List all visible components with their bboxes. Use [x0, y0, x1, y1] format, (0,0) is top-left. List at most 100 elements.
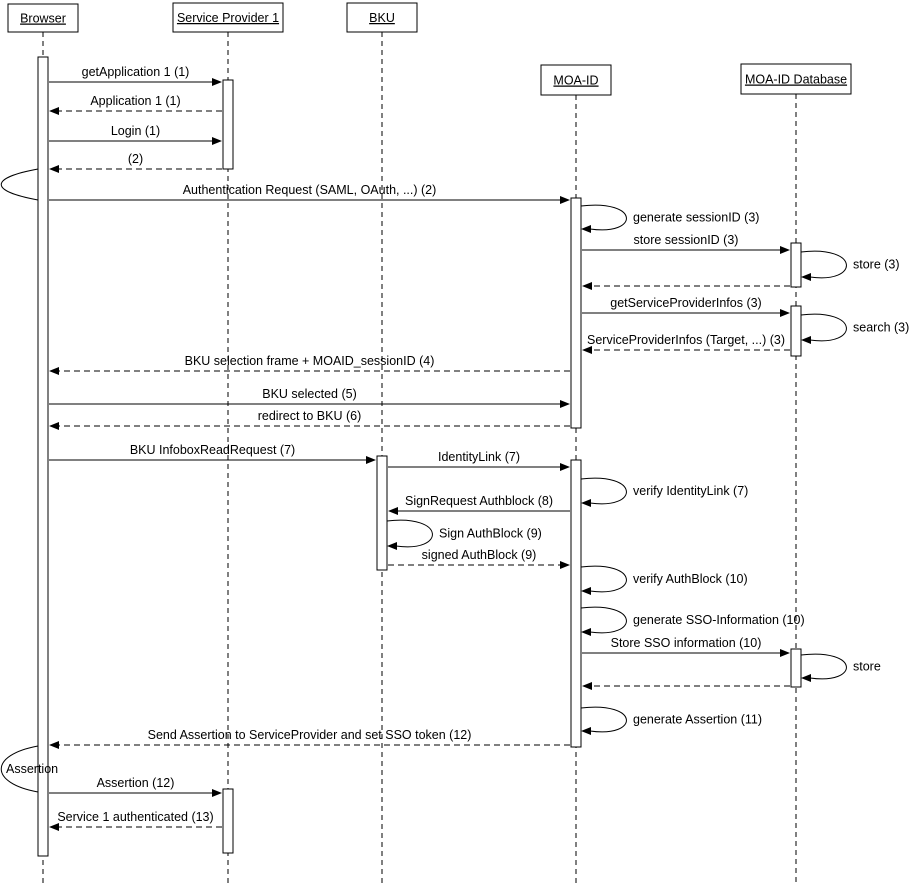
message-sp-infos-return: ServiceProviderInfos (Target, ...) (3)	[582, 333, 790, 354]
self-message-curve	[580, 706, 627, 733]
message-label: store	[853, 660, 881, 674]
self-message-curve	[580, 204, 627, 231]
actor-browser: Browser	[7, 3, 79, 33]
message-db-store-sso-return	[582, 682, 790, 690]
message-bku-selected: BKU selected (5)	[49, 387, 570, 408]
message-label: signed AuthBlock (9)	[422, 548, 537, 562]
message-return-2: (2)	[49, 152, 222, 173]
arrowhead-icon	[212, 137, 222, 145]
message-assertion-to-sp: Assertion (12)	[49, 776, 222, 797]
message-store-session-id: store sessionID (3)	[582, 233, 790, 254]
self-message-curve	[386, 519, 433, 548]
arrowhead-icon	[581, 225, 591, 233]
message-generate-assertion: generate Assertion (11)	[580, 706, 762, 735]
message-label: (2)	[128, 152, 143, 166]
arrowhead-icon	[780, 309, 790, 317]
message-label: ServiceProviderInfos (Target, ...) (3)	[587, 333, 785, 347]
message-login: Login (1)	[49, 124, 222, 145]
activation-moadb	[790, 648, 802, 688]
message-service-authenticated: Service 1 authenticated (13)	[49, 810, 222, 831]
message-get-sp-infos: getServiceProviderInfos (3)	[582, 296, 790, 317]
message-label: Authentication Request (SAML, OAuth, ...…	[183, 183, 437, 197]
self-message-curve	[800, 653, 847, 680]
actor-box	[346, 2, 418, 33]
arrowhead-icon	[49, 422, 59, 430]
actor-label: MOA-ID	[553, 74, 598, 88]
message-label: store sessionID (3)	[634, 233, 739, 247]
actor-label: Service Provider 1	[177, 11, 279, 25]
message-label: Assertion	[6, 762, 58, 776]
message-application-return: Application 1 (1)	[49, 94, 222, 115]
arrowhead-icon	[560, 463, 570, 471]
message-label: Service 1 authenticated (13)	[57, 810, 213, 824]
message-label: IdentityLink (7)	[438, 450, 520, 464]
actor-box	[740, 63, 852, 95]
arrowhead-icon	[581, 628, 591, 636]
message-label: verify AuthBlock (10)	[633, 572, 748, 586]
actor-box	[172, 2, 284, 33]
activation-moadb	[790, 305, 802, 357]
arrowhead-icon	[780, 246, 790, 254]
message-sign-authblock: Sign AuthBlock (9)	[386, 519, 542, 550]
message-bku-selection-frame: BKU selection frame + MOAID_sessionID (4…	[49, 354, 570, 375]
message-verify-authblock: verify AuthBlock (10)	[580, 565, 748, 595]
actor-label: BKU	[369, 11, 395, 25]
arrowhead-icon	[49, 367, 59, 375]
arrowhead-icon	[581, 499, 591, 507]
message-label: BKU selection frame + MOAID_sessionID (4…	[185, 354, 435, 368]
arrowhead-icon	[387, 542, 397, 550]
message-send-assertion: Send Assertion to ServiceProvider and se…	[49, 728, 570, 749]
message-label: Application 1 (1)	[90, 94, 180, 108]
loop-left-curve	[0, 745, 39, 793]
message-label: BKU InfoboxReadRequest (7)	[130, 443, 295, 457]
message-authentication-request: Authentication Request (SAML, OAuth, ...…	[49, 183, 570, 204]
arrowhead-icon	[212, 78, 222, 86]
arrowhead-icon	[212, 789, 222, 797]
arrowhead-icon	[582, 346, 592, 354]
message-generate-session-id: generate sessionID (3)	[580, 204, 759, 233]
message-label: getServiceProviderInfos (3)	[610, 296, 761, 310]
actor-label: MOA-ID Database	[745, 73, 847, 87]
self-message-curve	[800, 313, 847, 342]
message-label: getApplication 1 (1)	[82, 65, 190, 79]
message-get-application: getApplication 1 (1)	[49, 65, 222, 86]
message-db-search: search (3)	[800, 313, 909, 344]
message-label: Sign AuthBlock (9)	[439, 527, 542, 541]
actor-bku: BKU	[346, 2, 418, 33]
activation-bku	[376, 455, 388, 571]
arrowhead-icon	[581, 587, 591, 595]
message-label: Send Assertion to ServiceProvider and se…	[148, 728, 472, 742]
self-message-curve	[580, 606, 627, 634]
message-db-store: store (3)	[800, 250, 900, 281]
actor-label: Browser	[20, 12, 66, 26]
message-label: redirect to BKU (6)	[258, 409, 362, 423]
arrowhead-icon	[49, 823, 59, 831]
activation-moaid	[570, 197, 582, 429]
message-label: generate SSO-Information (10)	[633, 613, 805, 627]
message-generate-sso-info: generate SSO-Information (10)	[580, 606, 805, 636]
message-db-store-sso: store	[800, 653, 881, 682]
message-label: generate Assertion (11)	[633, 713, 762, 727]
activation-sp1	[222, 79, 234, 170]
activation-moaid	[570, 459, 582, 748]
arrowhead-icon	[582, 682, 592, 690]
message-label: verify IdentityLink (7)	[633, 484, 748, 498]
arrowhead-icon	[49, 741, 59, 749]
self-message-curve	[580, 565, 627, 593]
message-store-sso-info: Store SSO information (10)	[582, 636, 790, 657]
message-label: generate sessionID (3)	[633, 211, 759, 225]
arrowhead-icon	[582, 282, 592, 290]
message-label: store (3)	[853, 258, 900, 272]
arrowhead-icon	[49, 107, 59, 115]
message-label: BKU selected (5)	[262, 387, 356, 401]
arrowhead-icon	[560, 196, 570, 204]
arrowhead-icon	[560, 400, 570, 408]
message-identity-link: IdentityLink (7)	[388, 450, 570, 471]
self-message-curve	[580, 477, 627, 505]
self-message-curve	[800, 250, 847, 279]
message-label: Assertion (12)	[97, 776, 175, 790]
message-db-store-return	[582, 282, 790, 290]
message-label: Login (1)	[111, 124, 160, 138]
